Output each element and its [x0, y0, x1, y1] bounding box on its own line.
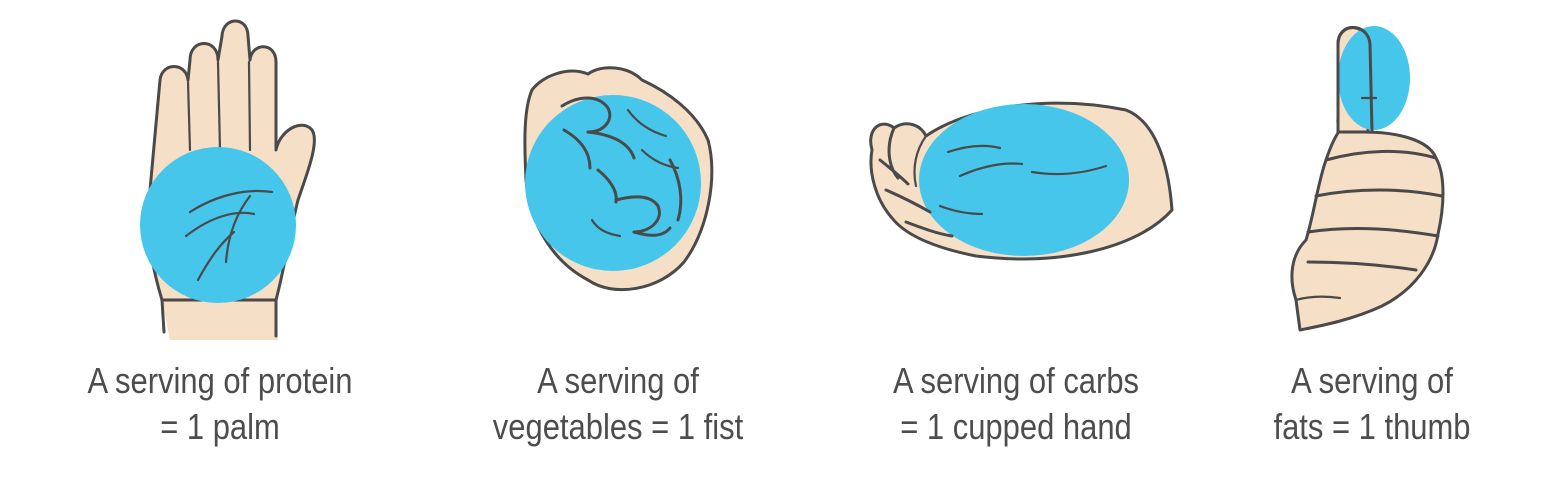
caption-fats-line1: A serving of [1291, 360, 1453, 401]
palm-highlight [140, 147, 296, 303]
caption-carbs-line1: A serving of carbs [892, 360, 1140, 401]
caption-vegetables: A serving of vegetables = 1 fist [463, 358, 773, 450]
caption-protein-line2: = 1 palm [160, 406, 280, 447]
fist-highlight [525, 95, 701, 271]
portion-item-vegetables: A serving of vegetables = 1 fist [438, 0, 798, 496]
cupped-hand-icon [869, 101, 1174, 261]
caption-fats: A serving of fats = 1 thumb [1217, 358, 1527, 450]
caption-carbs-line2: = 1 cupped hand [900, 406, 1132, 447]
caption-protein-line1: A serving of protein [87, 360, 353, 401]
fist-icon [523, 66, 714, 292]
portion-item-protein: A serving of protein = 1 palm [40, 0, 400, 496]
caption-protein: A serving of protein = 1 palm [65, 358, 375, 450]
palm-icon [140, 19, 316, 340]
caption-vegetables-line2: vegetables = 1 fist [492, 406, 744, 447]
caption-carbs: A serving of carbs = 1 cupped hand [861, 358, 1171, 450]
cupped-hand-highlight [919, 104, 1129, 256]
caption-fats-line2: fats = 1 thumb [1273, 406, 1471, 447]
portion-item-fats: A serving of fats = 1 thumb [1192, 0, 1552, 496]
portion-item-carbs: A serving of carbs = 1 cupped hand [836, 0, 1196, 496]
caption-vegetables-line1: A serving of [537, 360, 699, 401]
thumb-icon [1290, 26, 1445, 332]
thumb-highlight [1338, 26, 1410, 130]
